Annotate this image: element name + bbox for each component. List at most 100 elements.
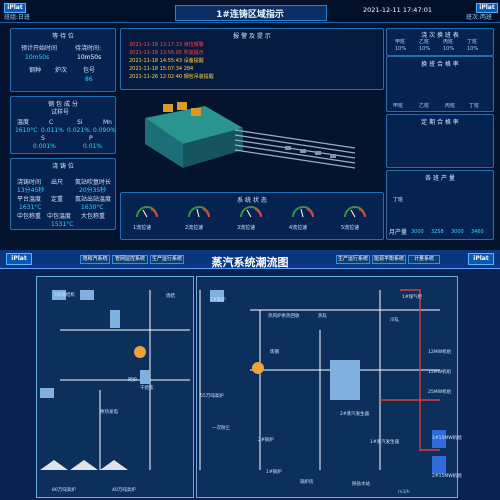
bottom-header-bar (0, 250, 500, 269)
node-label: 除盐水站 (352, 482, 370, 487)
bar-label: 丙班 (445, 103, 456, 109)
c-label: C (49, 119, 54, 126)
node-label: 1#15MW机组 (432, 436, 462, 441)
steam-title: 蒸汽系统潮流图 (211, 256, 289, 269)
node-label: 12MW机组 (428, 350, 452, 355)
cast-label: 浇铸时间 (17, 179, 42, 186)
alarm-line[interactable]: 2021-11-18 13:56:05 吹氩提示 (129, 50, 204, 56)
alarm-line[interactable]: 2021-11-18 13:17:33 液位报警 (129, 42, 204, 48)
panel-title: 浇 铸 位 (52, 163, 74, 170)
cast-value: 13分45秒 (17, 187, 45, 194)
caster-3d-scene (145, 102, 356, 169)
node-label: 1#高炉 (210, 298, 226, 303)
node-label: 烧结 (166, 294, 175, 299)
furnace-label: 炉次 (55, 67, 68, 74)
month-output-label: 月产量 (389, 229, 408, 236)
out-temp-label: 氮站出站温度 (75, 196, 112, 203)
node-label: 冷轧 (390, 318, 399, 323)
shift-table-panel: 浇 次 换 班 表 甲班 乙班 丙班 丁班 10% 10% 10% 10% (386, 28, 494, 56)
panel-title: 钢 包 成 分 (48, 101, 78, 108)
platform-front (145, 118, 183, 168)
cut-label: 出尺 (51, 179, 64, 186)
tab-metering[interactable]: 计量系统 (408, 255, 440, 264)
output-panel: 各 班 产 量 丁班 月产量 3000 3258 3000 3460 (386, 170, 494, 240)
waiting-panel: 等 待 位 预计开始时间 10m50s 待浇时间: 10m50s 钢种 炉次 包… (10, 28, 116, 92)
ladle-weight-label: 大包称重 (81, 213, 106, 220)
wait-time-label: 待浇时间: (75, 45, 102, 52)
alarm-line[interactable]: 2021-11-26 12:02:40 钢包吊装提醒 (129, 74, 214, 80)
si-value: 0.021% (67, 127, 90, 134)
node-label: 2#15MW机组 (432, 474, 462, 479)
gauge-3 (240, 206, 262, 218)
periodic-rate-panel: 定 期 合 格 率 (386, 114, 494, 168)
platform-temp-value: 1631°C (19, 204, 42, 211)
shift-right-label: 班次:丙班 (466, 14, 493, 21)
bottom-brand-logo: iPlat (6, 253, 32, 265)
gauge-2 (188, 206, 210, 218)
tab-saturated-steam[interactable]: 饱和汽系统 (80, 255, 110, 264)
alarm-line[interactable]: 2021-11-18 15:07:34 284 (129, 66, 194, 72)
ladle-3 (191, 108, 201, 116)
steam-pipes (40, 289, 446, 474)
node-label: 25MW机组 (428, 390, 452, 395)
brand-logo-right: iPlat (476, 3, 498, 13)
node-label: 2#锅炉 (258, 438, 274, 443)
composition-panel: 钢 包 成 分 试样号 温度 C Si Mn 1610°C 0.011% 0.0… (10, 96, 116, 154)
wait-time-value: 10m50s (77, 54, 102, 61)
qualified-rate-panel: 换 班 合 格 率 甲班 乙班 丙班 丁班 (386, 56, 494, 112)
node-label: 1#锅炉 (266, 470, 282, 475)
p-label: P (89, 135, 93, 142)
panel-title: 报 警 及 提 示 (233, 33, 271, 40)
out-temp-value: 1630°C (81, 204, 104, 211)
right-plant-zone (196, 276, 458, 498)
temp-label: 温度 (17, 119, 30, 126)
tab-energy-balance[interactable]: 能源平衡系统 (372, 255, 406, 264)
shift-header: 乙班 (419, 39, 430, 45)
furnace-no-value: 86 (85, 76, 93, 83)
node-label: 80万吨高炉 (52, 488, 76, 493)
tab-production-run-right[interactable]: 生产运行系统 (336, 255, 370, 264)
panel-title: 系 统 状 态 (237, 197, 267, 204)
node-label: 锅炉房 (300, 480, 314, 485)
node-label: 热轧 (318, 314, 327, 319)
panel-title: 换 班 合 格 率 (421, 61, 459, 68)
tab-pipe-monitor[interactable]: 管网监控系统 (112, 255, 148, 264)
top-bar: iPlat 班组:日班 1#连铸区域指示 2021-12-11 17:47:01… (0, 0, 500, 23)
alarm-panel: 报 警 及 提 示 2021-11-18 13:17:33 液位报警 2021-… (120, 28, 384, 90)
ladle-2 (177, 102, 187, 110)
shift-value: 10% (443, 46, 455, 52)
weight-label: 定重 (51, 196, 64, 203)
s-value: 0.001% (33, 143, 56, 150)
system-status-panel: 系 统 状 态 1流拉速 2流拉速 3流拉速 4流拉速 5流拉速 (120, 192, 384, 240)
prev-time-label: 预计开始时间 (21, 45, 58, 52)
shift-header: 甲班 (395, 39, 406, 45)
node-label: 15MW机组 (428, 370, 452, 375)
tab-production-run[interactable]: 生产运行系统 (150, 255, 184, 264)
roller-blocks (285, 146, 336, 158)
month-output-value: 3460 (471, 229, 484, 235)
page-title: 1#连铸区域指示 (216, 10, 284, 20)
platform-side (183, 128, 243, 168)
mn-value: 0.090% (93, 127, 116, 134)
strand-lines (234, 129, 356, 169)
brand-logo: iPlat (4, 3, 26, 13)
bar-label: 乙班 (419, 103, 430, 109)
alarm-line[interactable]: 2021-11-18 14:55:43 设备提醒 (129, 58, 204, 64)
shift-left-label: 班组:日班 (4, 14, 31, 21)
platform-temp-label: 平台温度 (17, 196, 42, 203)
bar-label: 丁班 (469, 103, 480, 109)
node-label: 炼钢 (270, 350, 279, 355)
tundish-weight-label: 中包称重 (17, 213, 42, 220)
argon-value: 20分35秒 (79, 187, 107, 194)
furnace-no-label: 包号 (83, 67, 96, 74)
steel-label: 钢种 (29, 67, 42, 74)
s-label: S (41, 135, 45, 142)
datetime: 2021-12-11 17:47:01 (363, 6, 433, 14)
c-value: 0.011% (41, 127, 64, 134)
shift-value: 10% (467, 46, 479, 52)
node-label: 1#煤气柜 (402, 295, 423, 300)
node-label: 干熄焦 (140, 386, 154, 391)
gauge-5 (344, 206, 366, 218)
title-frame (175, 5, 327, 21)
mn-label: Mn (103, 119, 112, 126)
